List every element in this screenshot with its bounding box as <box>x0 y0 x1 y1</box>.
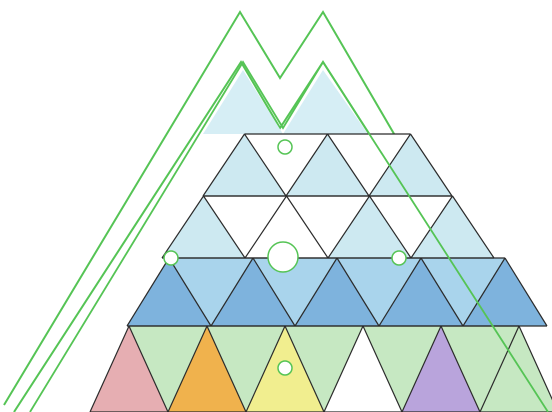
circle-hole-5 <box>278 361 292 375</box>
circle-hole-4 <box>392 251 406 265</box>
circle-hole-1 <box>278 140 292 154</box>
circle-hole-2 <box>268 242 298 272</box>
circle-hole-3 <box>164 251 178 265</box>
